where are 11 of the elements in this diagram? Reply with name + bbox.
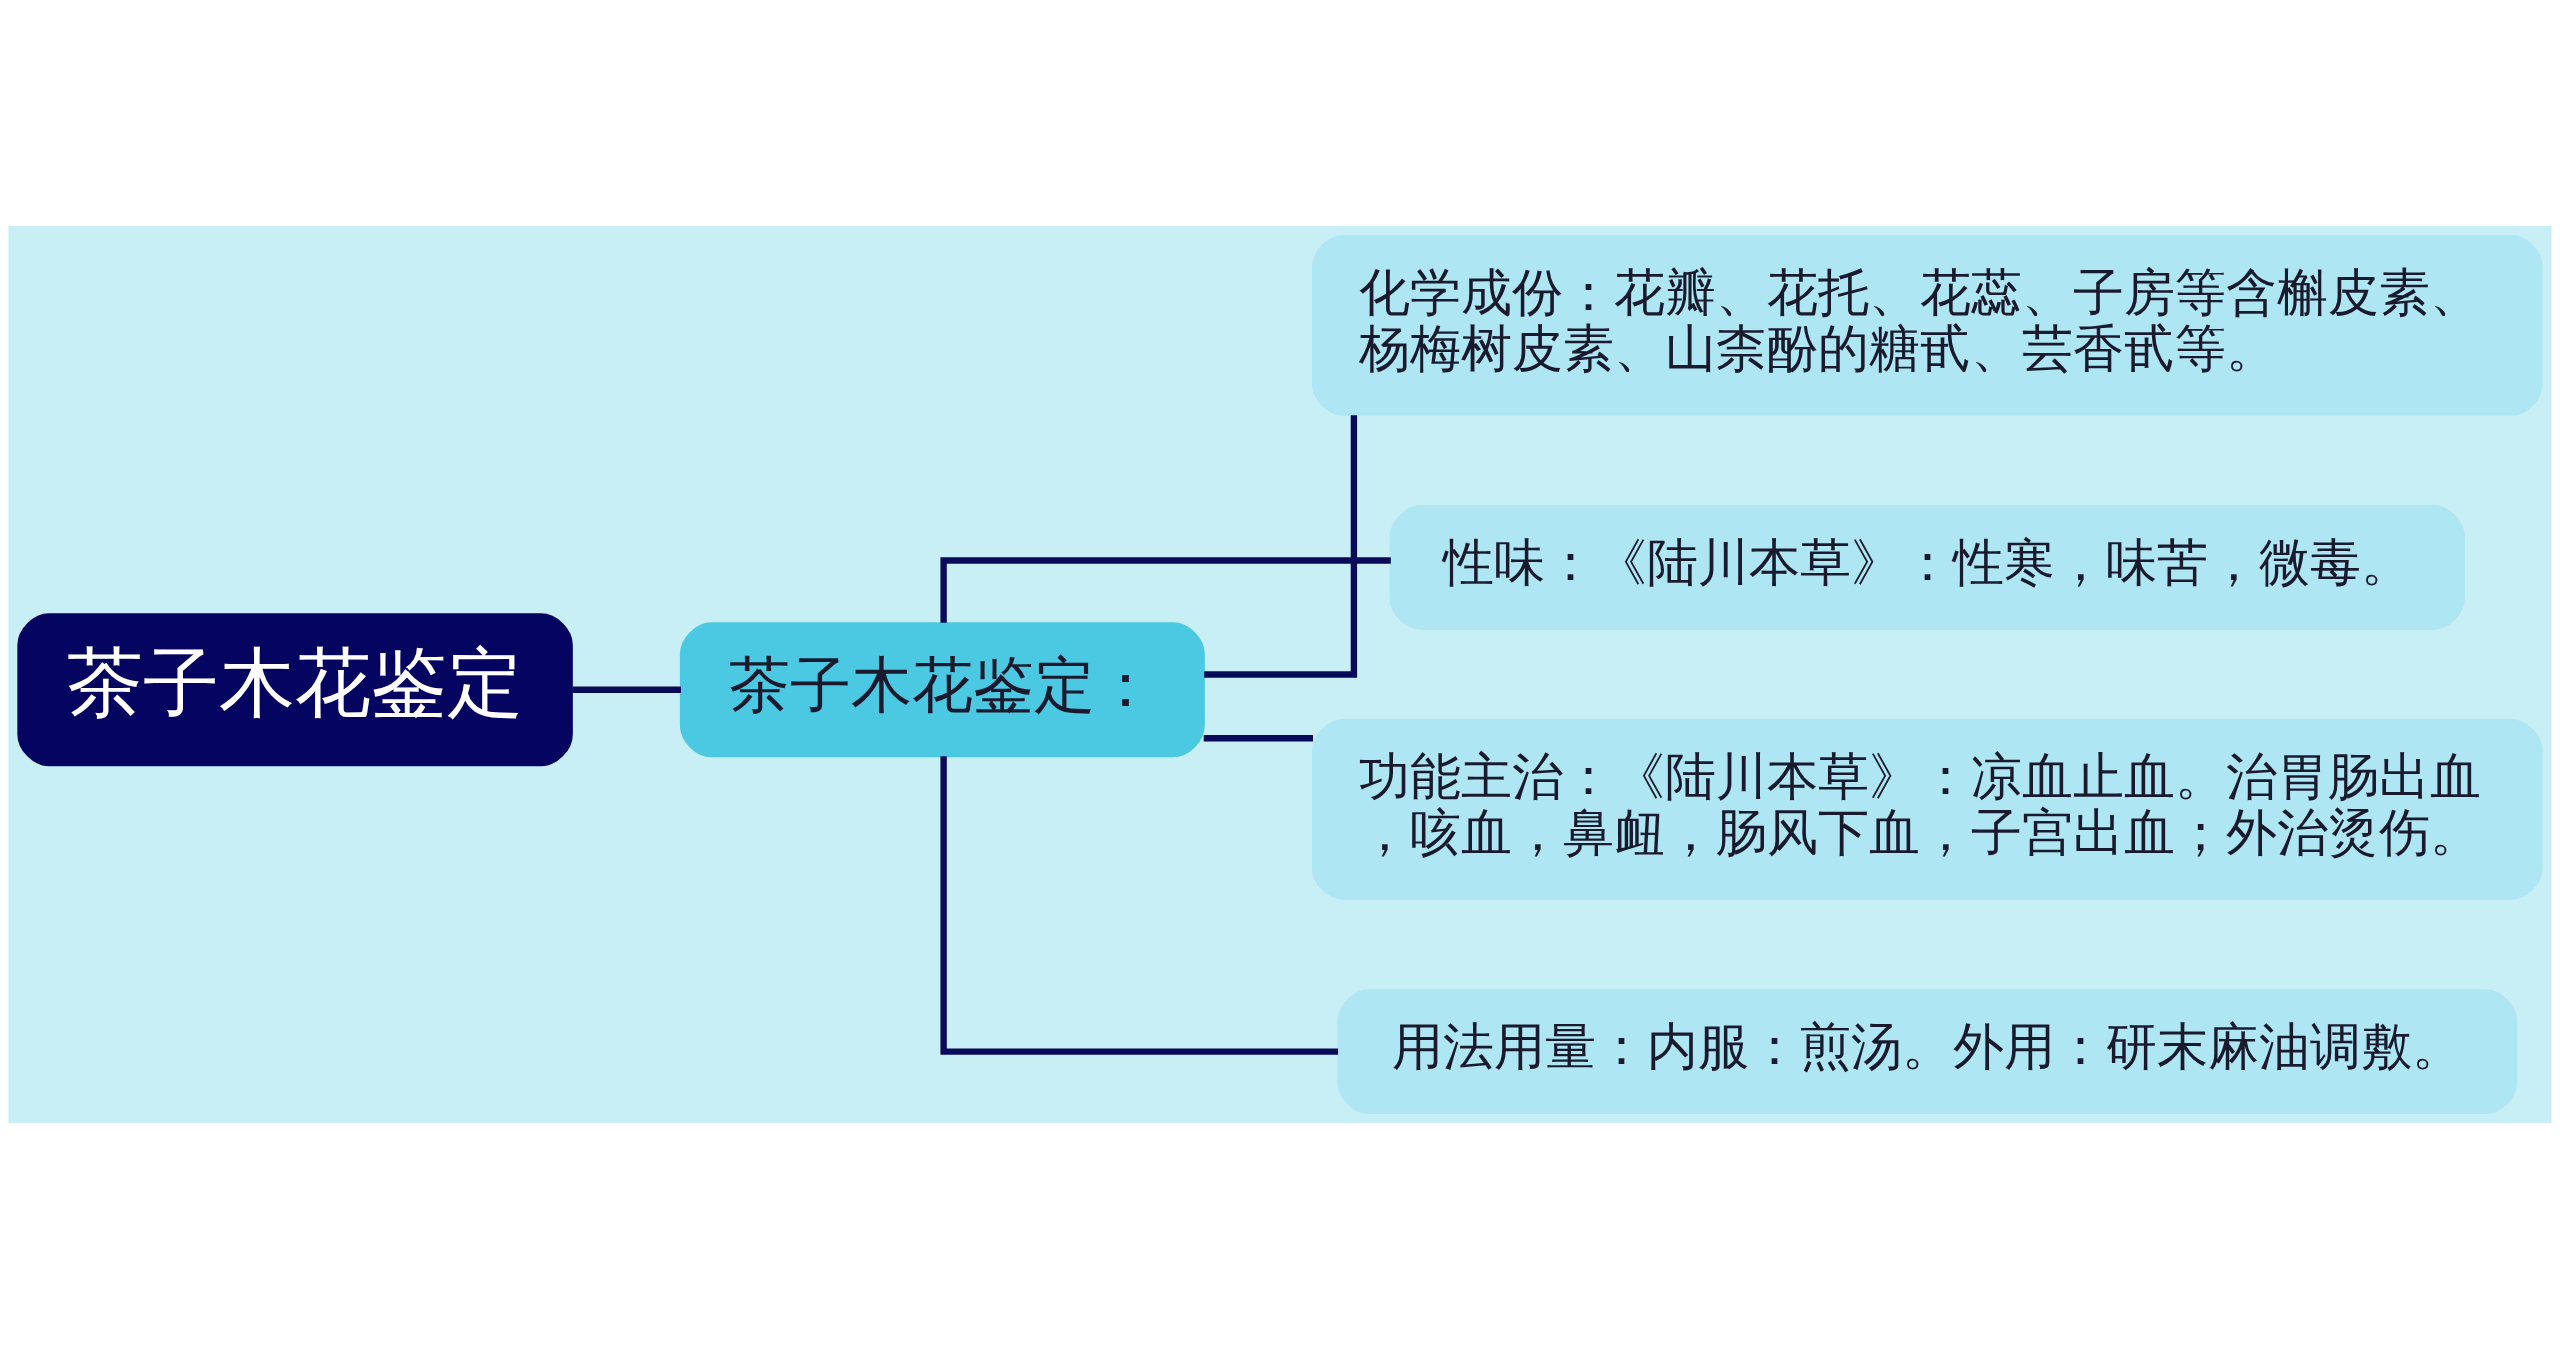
node-box: 化学成份：花瓣、花托、花蕊、子房等含槲皮素、杨梅树皮素、山柰酚的糖甙、芸香甙等。 bbox=[1311, 234, 2543, 416]
connector bbox=[940, 557, 1391, 623]
connector bbox=[940, 756, 1339, 1055]
node-box: 性味：《陆川本草》：性寒，味苦，微毒。 bbox=[1389, 505, 2465, 630]
connector bbox=[1204, 415, 1358, 678]
node-box: 用法用量：内服：煎汤。外用：研末麻油调敷。 bbox=[1337, 989, 2518, 1115]
connector bbox=[1203, 735, 1313, 742]
node-box: 茶子木花鉴定： bbox=[679, 622, 1205, 758]
connector bbox=[572, 686, 681, 693]
node-box: 功能主治：《陆川本草》：凉血止血。治胃肠出血，咳血，鼻衄，肠风下血，子宫出血；外治烫伤。 bbox=[1311, 719, 2543, 901]
node-box: 茶子木花鉴定 bbox=[17, 613, 573, 767]
